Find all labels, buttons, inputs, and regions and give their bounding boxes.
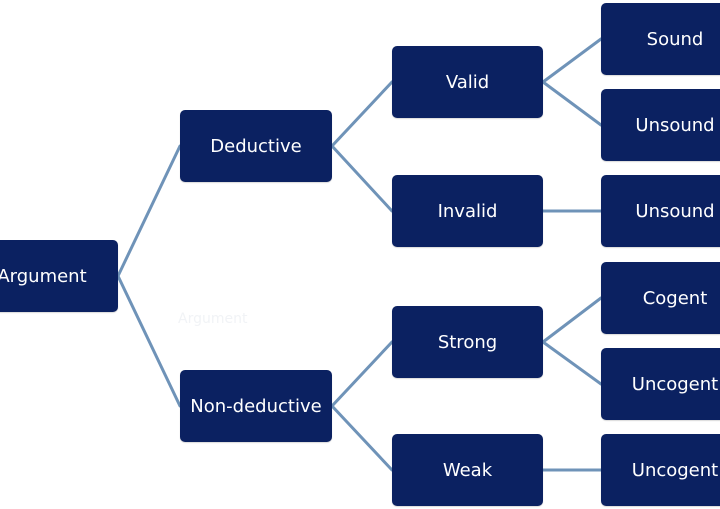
node-unsound-valid: Unsound: [601, 89, 720, 161]
edge-strong-uncogent: [541, 340, 603, 386]
edge-argument-non-deductive: [116, 274, 182, 408]
edge-valid-sound: [541, 37, 603, 84]
edge-non-deductive-strong: [330, 340, 394, 408]
node-weak: Weak: [392, 434, 543, 506]
node-non-deductive: Non-deductive: [180, 370, 332, 442]
node-uncogent-weak: Uncogent: [601, 434, 720, 506]
node-unsound-invalid: Unsound: [601, 175, 720, 247]
watermark-text: Argument: [178, 311, 248, 327]
node-valid: Valid: [392, 46, 543, 118]
edge-strong-cogent: [541, 296, 603, 344]
node-strong: Strong: [392, 306, 543, 378]
edge-non-deductive-weak: [330, 404, 394, 472]
edge-deductive-valid: [330, 80, 394, 148]
node-sound: Sound: [601, 3, 720, 75]
edge-argument-deductive: [116, 144, 182, 278]
edge-deductive-invalid: [330, 144, 394, 213]
node-deductive: Deductive: [180, 110, 332, 182]
node-invalid: Invalid: [392, 175, 543, 247]
node-cogent: Cogent: [601, 262, 720, 334]
node-argument: Argument: [0, 240, 118, 312]
node-uncogent-strong: Uncogent: [601, 348, 720, 420]
edge-valid-unsound: [541, 80, 603, 127]
